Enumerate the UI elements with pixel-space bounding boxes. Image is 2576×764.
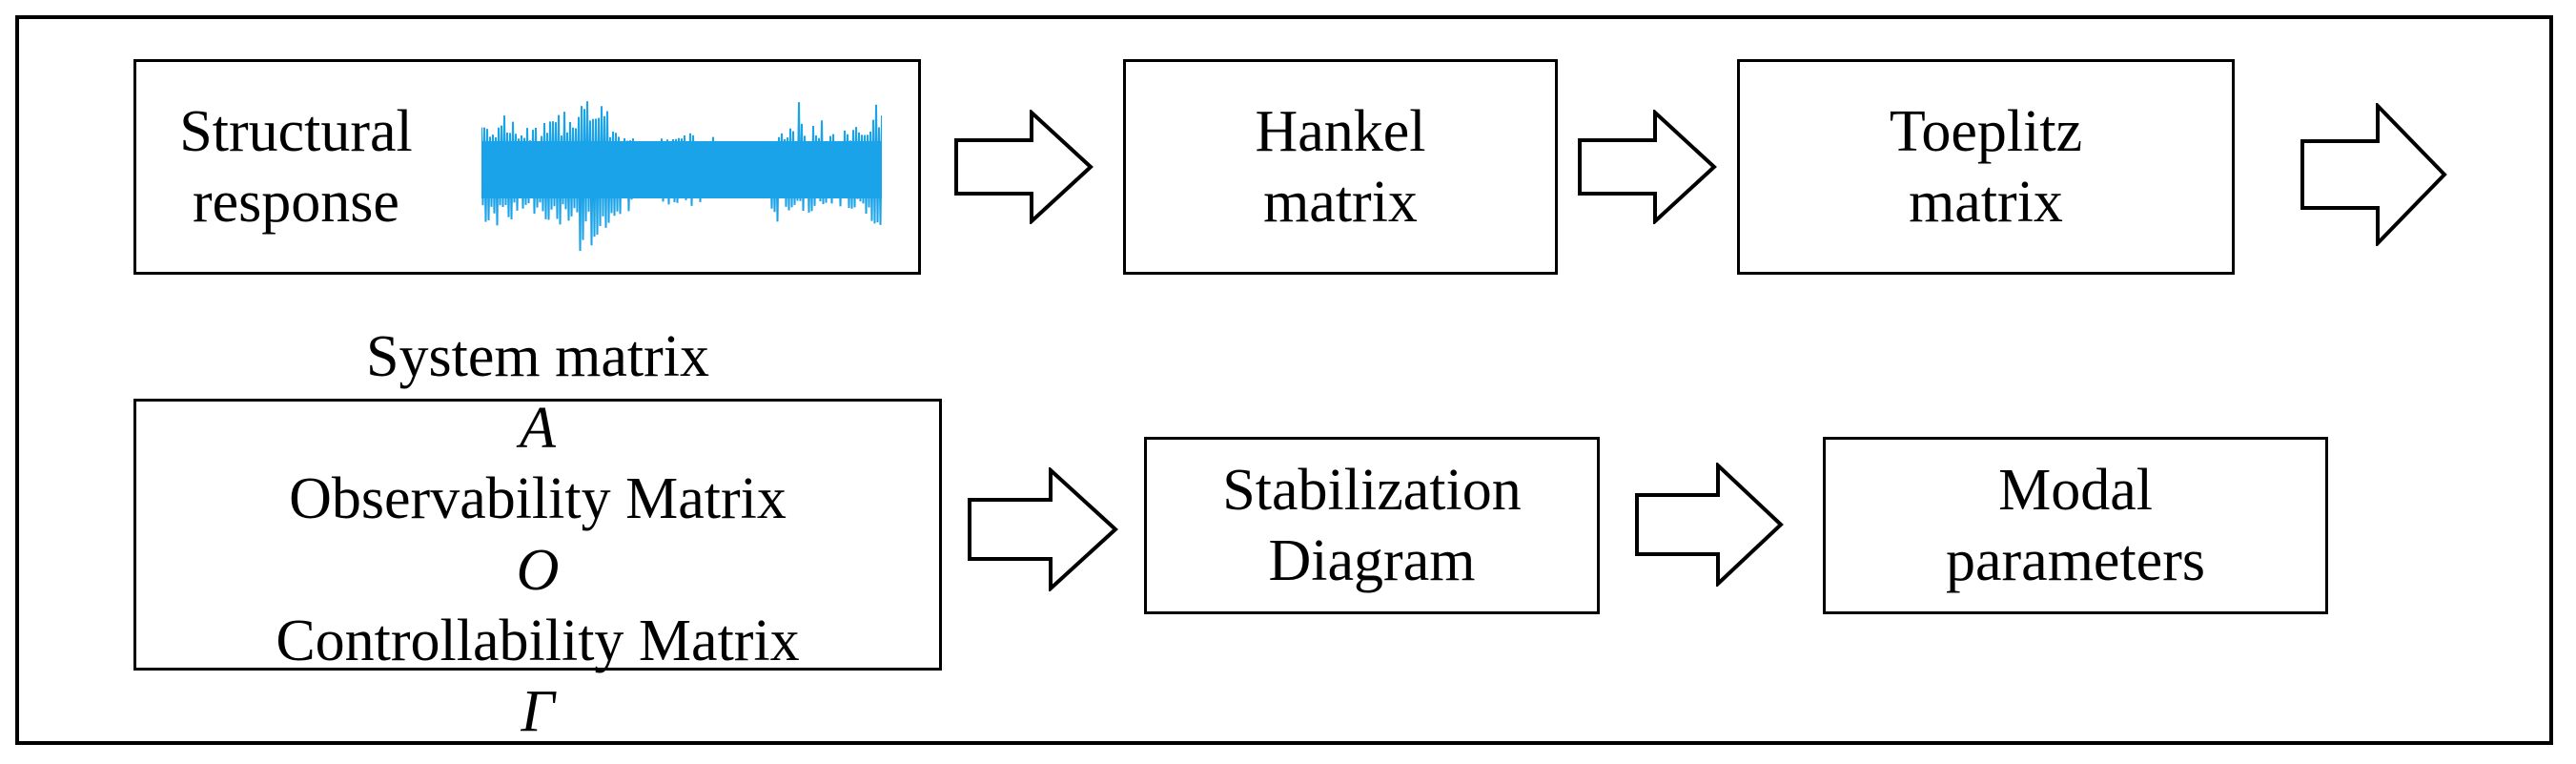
system-matrix-text: System matrix [366,324,709,390]
stabilization-label-line1: Stabilization [1222,457,1522,523]
toeplitz-matrix-box: Toeplitz matrix [1737,59,2235,275]
stabilization-diagram-box: Stabilization Diagram [1144,437,1600,614]
hankel-matrix-box: Hankel matrix [1123,59,1558,275]
arrow-response-to-hankel [954,110,1094,224]
structural-response-label-line2: response [193,170,399,235]
arrow-toeplitz-continue [2300,103,2447,246]
toeplitz-label-line1: Toeplitz [1889,98,2083,164]
arrow-hankel-to-toeplitz [1578,110,1717,224]
controllability-matrix-text: Controllability Matrix [276,608,800,673]
system-matrices-box: System matrix A Observability Matrix O C… [133,324,942,744]
modal-label-line2: parameters [1946,528,2205,593]
waveform-trace [481,101,882,251]
hankel-label-line2: matrix [1263,170,1418,235]
modal-parameters-box: Modal parameters [1823,437,2328,614]
observability-matrix-line: Observability Matrix O [289,464,787,606]
arrow-stabilization-to-modal [1635,463,1784,587]
stabilization-label-line2: Diagram [1268,528,1476,593]
structural-response-label-line1: Structural [179,98,413,164]
structural-response-box: Structural response [133,59,921,275]
system-matrix-symbol: A [520,395,556,461]
observability-matrix-text: Observability Matrix [289,466,787,532]
controllability-matrix-line: Controllability Matrix Γ [276,606,799,748]
response-waveform-icon [481,101,882,251]
hankel-label-line1: Hankel [1255,98,1426,164]
arrow-system-to-stabilization [968,467,1118,591]
modal-label-line1: Modal [1998,457,2153,523]
controllability-matrix-symbol: Γ [521,679,555,745]
toeplitz-label-line2: matrix [1909,170,2063,235]
observability-matrix-symbol: O [516,537,560,603]
system-matrix-line: System matrix A [366,321,709,464]
